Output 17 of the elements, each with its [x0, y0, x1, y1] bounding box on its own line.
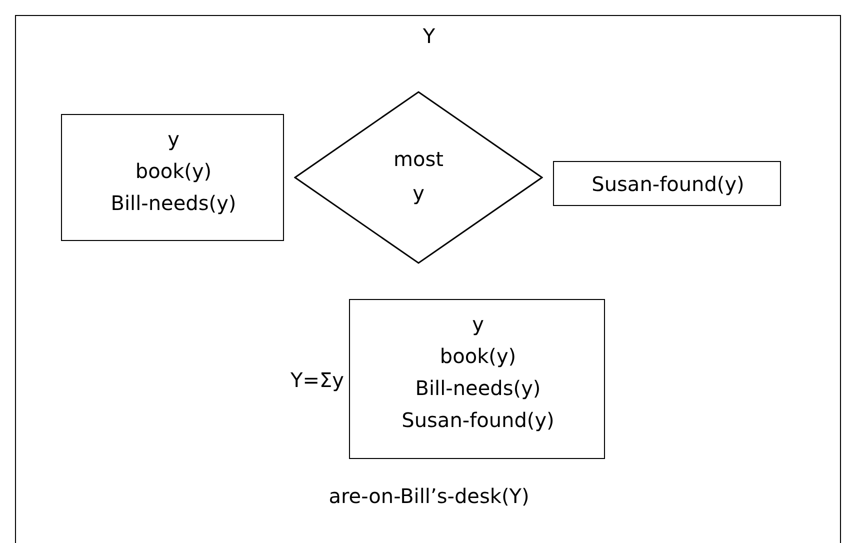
outer-box: [15, 15, 841, 543]
condition-box: [61, 114, 284, 241]
condition-text: Susan-found(y): [402, 408, 554, 432]
quantifier-text: most: [394, 147, 444, 171]
equation-text: Y=Σy: [290, 368, 344, 392]
condition-text: y: [168, 127, 180, 151]
condition-text: y: [472, 312, 484, 336]
condition-text: Susan-found(y): [592, 172, 744, 196]
condition-text: are-on-Bill’s-desk(Y): [328, 484, 530, 508]
quantifier-diamond: [294, 91, 543, 264]
quantifier-text: y: [412, 181, 424, 205]
condition-text: Bill-needs(y): [415, 376, 541, 400]
condition-text: book(y): [440, 344, 516, 368]
referent-text: Y: [422, 24, 436, 48]
condition-box: [553, 161, 781, 206]
condition-text: Bill-needs(y): [110, 191, 236, 215]
condition-text: book(y): [135, 159, 212, 183]
